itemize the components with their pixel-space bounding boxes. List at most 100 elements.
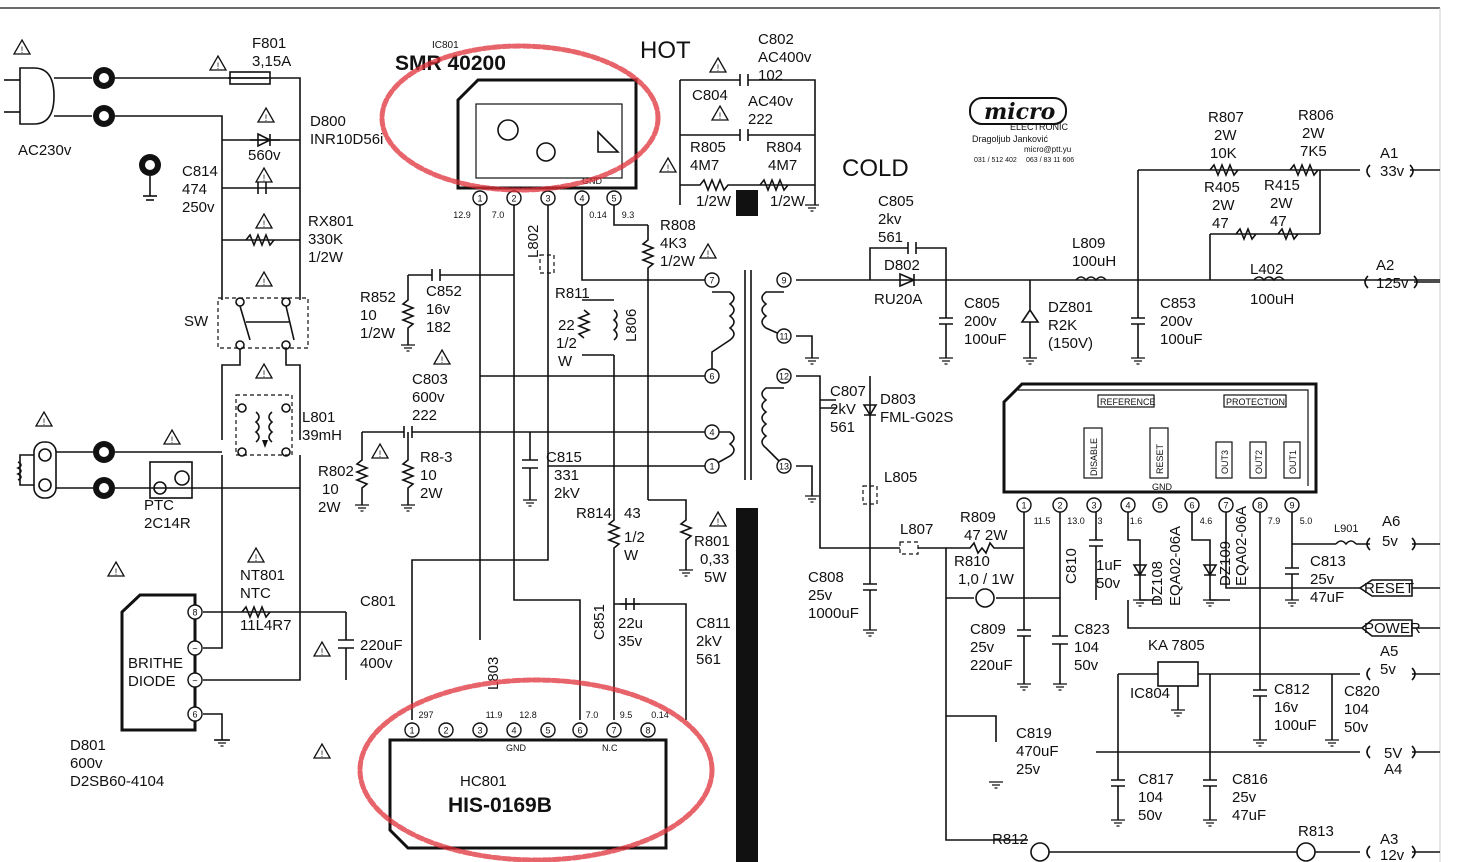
prot-ic-pin-4-label: 4 bbox=[1125, 501, 1130, 511]
svg-text:!: ! bbox=[21, 45, 24, 55]
hc801-pin-voltage: 297 bbox=[418, 710, 433, 720]
bridge-pin-2-label: ~ bbox=[192, 676, 197, 686]
prot-ic-pin-6 bbox=[1184, 497, 1200, 513]
prot-ic-pin-1 bbox=[1016, 497, 1032, 513]
hc801-pin-voltage: 0.14 bbox=[651, 710, 669, 720]
ground-icon bbox=[1285, 599, 1299, 607]
hc801-pin-8-label: 8 bbox=[645, 726, 650, 736]
c852-label: C852 bbox=[426, 283, 462, 300]
l807-label: L807 bbox=[900, 521, 933, 538]
trafo-pin-4-label: 4 bbox=[709, 428, 714, 438]
c802-a: AC400v bbox=[758, 49, 812, 66]
prot-ic-pin-2 bbox=[1052, 497, 1068, 513]
c803-label: C803 bbox=[412, 371, 448, 388]
a5-label: A5 bbox=[1380, 643, 1398, 660]
c808-label: C808 bbox=[808, 569, 844, 586]
r808-label: R808 bbox=[660, 217, 696, 234]
c814-b: 250v bbox=[182, 199, 215, 216]
r852-a: 10 bbox=[360, 307, 377, 324]
hc801-gnd: GND bbox=[506, 743, 527, 753]
r804-label: R804 bbox=[766, 139, 802, 156]
c808-b: 1000uF bbox=[808, 605, 859, 622]
hc801-pin-6 bbox=[572, 722, 588, 738]
a1-value: 33v bbox=[1380, 163, 1405, 180]
mains-plug bbox=[4, 67, 161, 201]
trafo-pin-11-label: 11 bbox=[779, 332, 788, 342]
c816-b: 47uF bbox=[1232, 807, 1266, 824]
d801-b: D2SB60-4104 bbox=[70, 773, 164, 790]
highlight-hc801 bbox=[357, 677, 715, 862]
warning-icon: ! bbox=[698, 242, 718, 259]
dz108-label: DZ108 bbox=[1149, 561, 1166, 606]
c813-label: C813 bbox=[1310, 553, 1346, 570]
bridge-pin-1-label: ~ bbox=[192, 644, 197, 654]
a4-value: 5V bbox=[1384, 745, 1402, 762]
hot-label: HOT bbox=[640, 37, 691, 64]
r805-label: R805 bbox=[690, 139, 726, 156]
trafo-pin-13-label: 13 bbox=[779, 462, 789, 472]
warning-icon: ! bbox=[254, 362, 274, 379]
svg-text:!: ! bbox=[717, 63, 720, 73]
warning-icon: ! bbox=[312, 742, 332, 759]
c814-a: 474 bbox=[182, 181, 207, 198]
warning-icon: ! bbox=[208, 54, 228, 71]
ground-icon bbox=[989, 781, 1003, 789]
r801-a: 0,33 bbox=[700, 551, 729, 568]
a3-value: 12v bbox=[1380, 847, 1405, 862]
ic804-label: IC804 bbox=[1130, 685, 1170, 702]
ground-icon bbox=[805, 495, 819, 503]
c811-a: 2kV bbox=[696, 633, 722, 650]
reset-out: RESET bbox=[1364, 580, 1414, 597]
l402-label: L402 bbox=[1250, 261, 1283, 278]
ptc-value: 2C14R bbox=[144, 515, 191, 532]
prot-ic-pin-voltage: 3 bbox=[1097, 516, 1102, 526]
svg-text:ELECTRONIC: ELECTRONIC bbox=[1010, 122, 1069, 132]
ground-icon bbox=[1133, 599, 1147, 607]
bridge-pin-0 bbox=[187, 604, 203, 620]
ic801-pin-voltage: 0.14 bbox=[589, 210, 607, 220]
c801-label: C801 bbox=[360, 593, 396, 610]
hc801-pin-3-label: 3 bbox=[477, 726, 482, 736]
ground-icon bbox=[1131, 357, 1145, 365]
c819-a: 470uF bbox=[1016, 743, 1059, 760]
warning-icon: ! bbox=[254, 212, 274, 229]
c804-a: AC40v bbox=[748, 93, 794, 110]
d802-label: D802 bbox=[884, 257, 920, 274]
c805b-a: 200v bbox=[964, 313, 997, 330]
ground-icon bbox=[1111, 819, 1125, 827]
f801-label: F801 bbox=[252, 35, 286, 52]
c817-b: 50v bbox=[1138, 807, 1163, 824]
ka7805-label: KA 7805 bbox=[1148, 637, 1205, 654]
c853-b: 100uF bbox=[1160, 331, 1203, 348]
c812-a: 16v bbox=[1274, 699, 1299, 716]
prot-ic-pin-9-label: 9 bbox=[1289, 501, 1294, 511]
l805-label: L805 bbox=[884, 469, 917, 486]
warning-icon: ! bbox=[708, 56, 728, 73]
c815-b: 2kV bbox=[554, 485, 580, 502]
prot-ic-pin-voltage: 5.0 bbox=[1300, 516, 1313, 526]
svg-text:micro@ptt.yu: micro@ptt.yu bbox=[1024, 145, 1071, 154]
l809-value: 100uH bbox=[1072, 253, 1116, 270]
hc801-pin-1-label: 1 bbox=[409, 726, 414, 736]
ground-icon bbox=[1325, 739, 1339, 747]
r852-b: 1/2W bbox=[360, 325, 396, 342]
c851-b: 35v bbox=[618, 633, 643, 650]
a6-label: A6 bbox=[1382, 513, 1400, 530]
c820-label: C820 bbox=[1344, 683, 1380, 700]
r415-b: 47 bbox=[1270, 213, 1287, 230]
ground-icon bbox=[805, 204, 819, 212]
prot-ic-pin-1-label: 1 bbox=[1021, 501, 1026, 511]
power-out: POWER bbox=[1364, 620, 1421, 637]
c810-b: 50v bbox=[1096, 575, 1121, 592]
ground-icon bbox=[863, 629, 877, 637]
ground-icon bbox=[401, 344, 415, 352]
r811-b: 1/2 bbox=[556, 335, 577, 352]
warning-icon: ! bbox=[432, 348, 452, 365]
r807-b: 10K bbox=[1210, 145, 1237, 162]
r809-value: 47 2W bbox=[964, 527, 1008, 544]
ic801-pin-5-label: 5 bbox=[611, 194, 616, 204]
rx801-label: RX801 bbox=[308, 213, 354, 230]
ic-prot: PROTECTION bbox=[1226, 397, 1285, 407]
warning-icon: ! bbox=[162, 428, 182, 445]
